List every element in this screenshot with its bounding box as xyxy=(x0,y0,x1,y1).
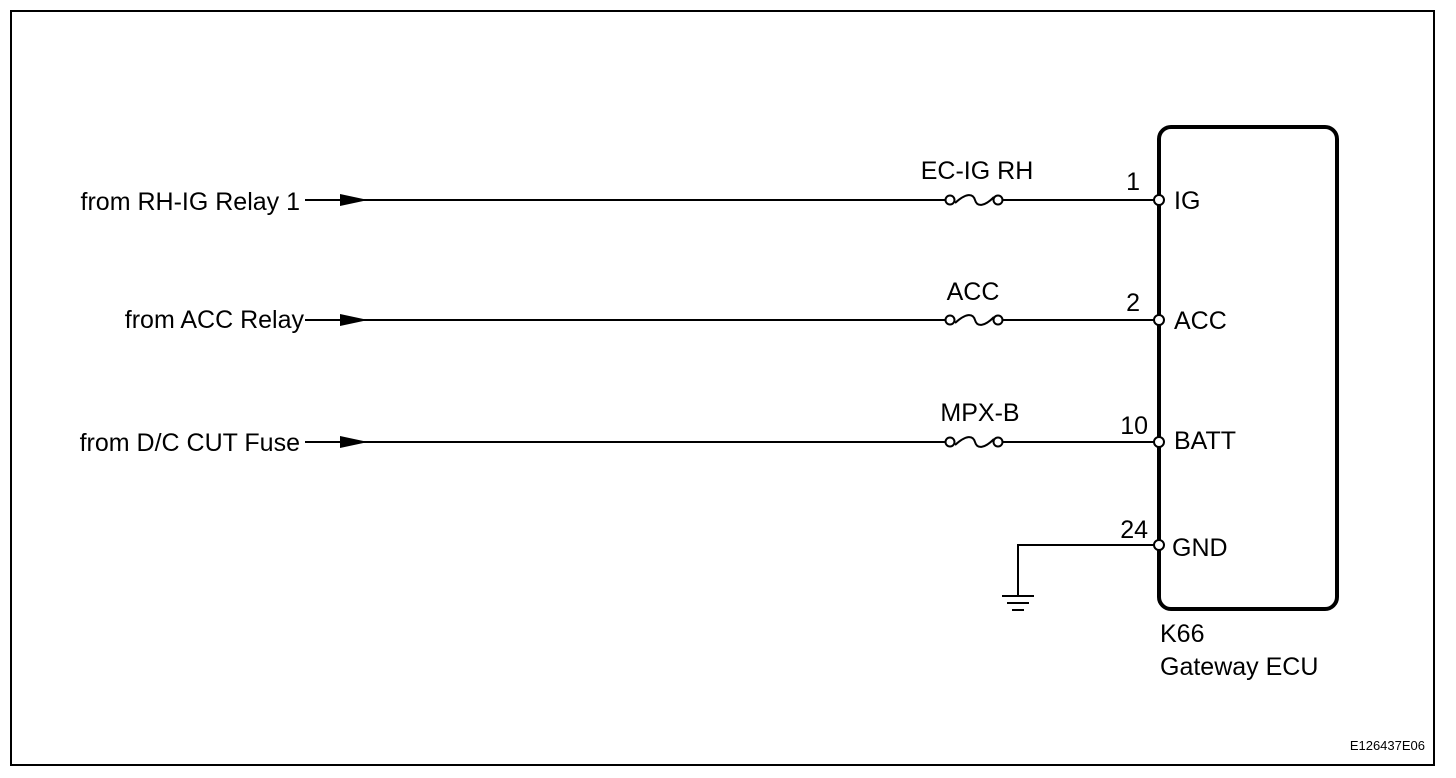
figure-code: E126437E06 xyxy=(1350,738,1425,753)
ecu-connector-label: K66 xyxy=(1160,620,1204,648)
fuse-batt-terminal-right xyxy=(992,436,1004,448)
fuse-label-ig: EC-IG RH xyxy=(921,157,1034,185)
fuse-acc-icon xyxy=(954,314,995,326)
terminal-label-acc: ACC xyxy=(1174,307,1227,335)
pin-number-acc: 2 xyxy=(1126,289,1140,317)
terminal-label-gnd: GND xyxy=(1172,534,1228,562)
pin-acc-terminal xyxy=(1153,314,1165,326)
circuit-ig: from RH-IG Relay 1 EC-IG RH 1 IG xyxy=(81,157,1201,216)
source-label-batt: from D/C CUT Fuse xyxy=(80,429,300,457)
fuse-label-batt: MPX-B xyxy=(940,399,1019,427)
fuse-acc-terminal-left xyxy=(944,314,956,326)
pin-batt-terminal xyxy=(1153,436,1165,448)
pin-number-gnd: 24 xyxy=(1120,516,1148,544)
pin-number-ig: 1 xyxy=(1126,168,1140,196)
pin-gnd-terminal xyxy=(1153,539,1165,551)
ecu-box xyxy=(1157,125,1339,611)
pin-ig-terminal xyxy=(1153,194,1165,206)
arrow-ig-icon xyxy=(340,194,368,206)
circuit-gnd: 24 GND xyxy=(1002,516,1228,611)
fuse-acc-terminal-right xyxy=(992,314,1004,326)
fuse-ig-terminal-right xyxy=(992,194,1004,206)
fuse-ig-terminal-left xyxy=(944,194,956,206)
terminal-label-ig: IG xyxy=(1174,187,1200,215)
diagram-frame xyxy=(10,10,1435,766)
fuse-ig-icon xyxy=(954,194,995,206)
wire-gnd xyxy=(1017,544,1154,595)
ecu-name-label: Gateway ECU xyxy=(1160,653,1318,681)
source-label-ig: from RH-IG Relay 1 xyxy=(81,188,300,216)
fuse-batt-terminal-left xyxy=(944,436,956,448)
pin-number-batt: 10 xyxy=(1120,412,1148,440)
fuse-label-acc: ACC xyxy=(947,278,1000,306)
arrow-batt-icon xyxy=(340,436,368,448)
fuse-batt-icon xyxy=(954,436,995,448)
circuit-batt: from D/C CUT Fuse MPX-B 10 BATT xyxy=(80,399,1236,457)
circuit-acc: from ACC Relay ACC 2 ACC xyxy=(125,278,1227,335)
terminal-label-batt: BATT xyxy=(1174,427,1236,455)
arrow-acc-icon xyxy=(340,314,368,326)
source-label-acc: from ACC Relay xyxy=(125,306,305,334)
